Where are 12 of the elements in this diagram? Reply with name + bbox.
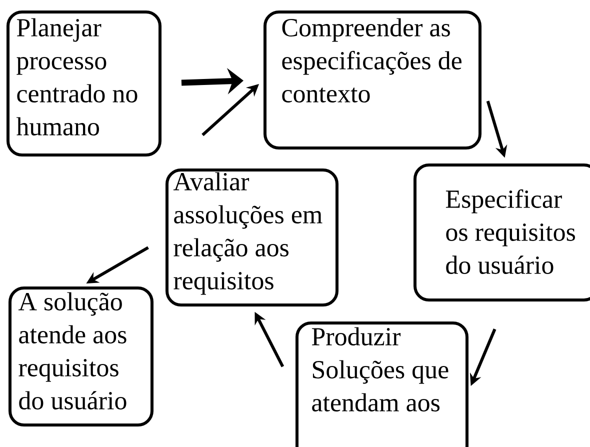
box-text: A solução atende aos requisitos do usuário: [18, 292, 126, 410]
box-text: Especificar os requisitos do usuário: [446, 189, 575, 274]
box-text: Produzir Soluções que atendam aos: [312, 327, 448, 412]
process-box: [414, 164, 590, 302]
process-box: [6, 10, 162, 156]
process-box: [296, 322, 468, 447]
process-box: [166, 168, 338, 306]
box-text: Compreender as especificações de contexto: [282, 18, 462, 102]
process-box: [8, 286, 154, 426]
process-box: [264, 10, 482, 150]
box-text: Planejar processo centrado no humano: [16, 18, 138, 136]
box-text: Avaliar assoluções em relação aos requisitos: [173, 172, 322, 295]
